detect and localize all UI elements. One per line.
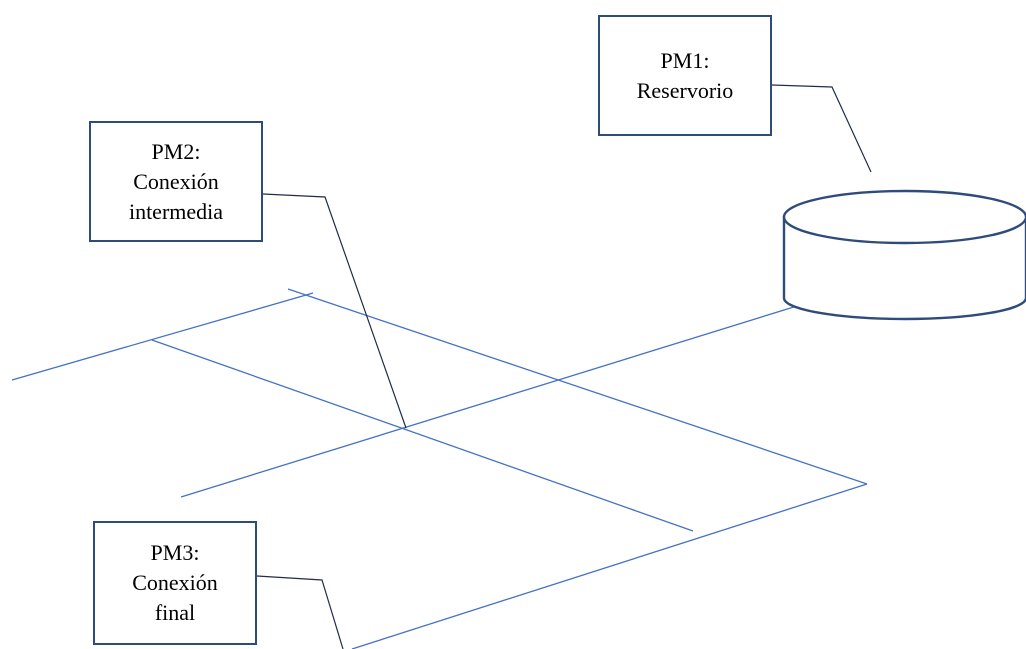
pm3-line-1: Conexión xyxy=(132,570,218,595)
leader-pm3 xyxy=(256,575,344,649)
pm3-line-2: final xyxy=(154,600,196,625)
tank-body xyxy=(782,215,1026,321)
reservoir-tank-icon xyxy=(782,189,1026,321)
leader-lines xyxy=(256,84,872,649)
pm2-line-1: Conexión xyxy=(133,168,219,194)
pm3-code: PM3: xyxy=(150,540,200,565)
pipe-diagonal-right xyxy=(287,288,868,485)
pm1-code: PM1: xyxy=(660,47,710,73)
pipe-network xyxy=(11,288,868,649)
pm2-code: PM2: xyxy=(151,138,201,164)
pipe-diagonal-center xyxy=(151,339,694,532)
tank-top xyxy=(782,189,1026,245)
label-pm2-intermediate-connection: PM2: Conexión intermedia xyxy=(89,121,263,242)
pipe-upper-left xyxy=(11,292,314,381)
pipe-lower-end xyxy=(351,483,868,649)
pipe-main-from-reservoir xyxy=(180,305,798,498)
pm2-line-2: intermedia xyxy=(128,198,224,224)
label-pm1-reservoir: PM1: Reservorio xyxy=(598,15,772,136)
leader-pm2 xyxy=(262,193,407,429)
leader-pm1 xyxy=(771,84,872,173)
pm1-line-1: Reservorio xyxy=(636,77,734,103)
label-pm3-final-connection: PM3: Conexión final xyxy=(93,521,257,645)
